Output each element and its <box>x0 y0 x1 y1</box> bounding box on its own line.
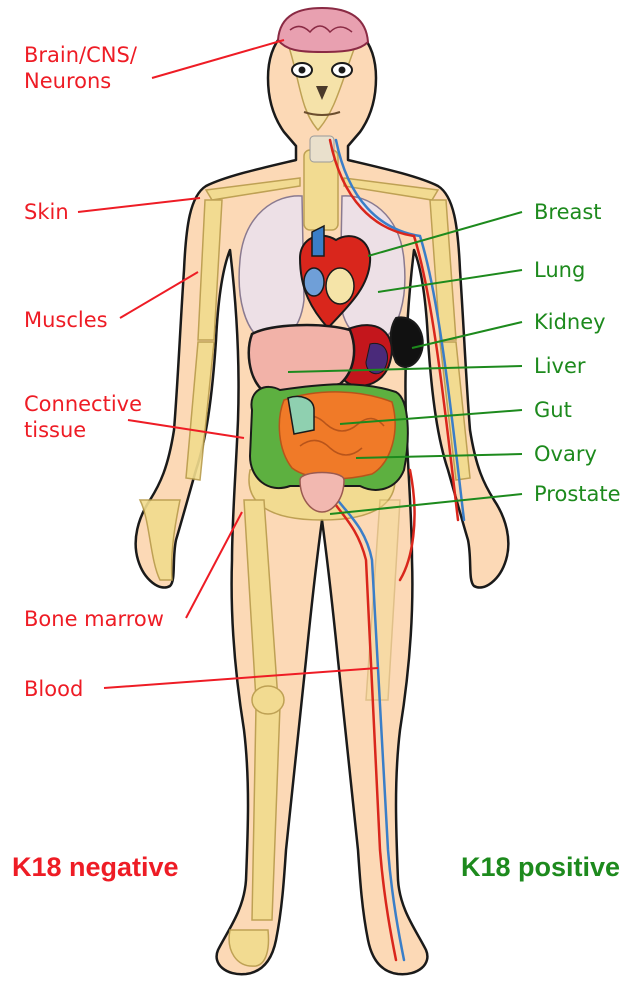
label-connective-line-2: tissue <box>24 417 142 443</box>
brain-leader <box>152 40 284 78</box>
label-breast: Breast <box>534 199 602 225</box>
label-ovary: Ovary <box>534 441 597 467</box>
label-liver: Liver <box>534 353 586 379</box>
label-connective: Connective tissue <box>24 391 142 443</box>
skin-leader <box>78 198 200 212</box>
k18-negative-heading: K18 negative <box>12 852 179 883</box>
brain-shape <box>278 8 368 52</box>
abdominal-organs <box>249 317 423 512</box>
k18-positive-heading: K18 positive <box>461 852 620 883</box>
label-brain-line-1: Brain/CNS/ <box>24 42 137 68</box>
label-brain: Brain/CNS/ Neurons <box>24 42 137 94</box>
label-skin: Skin <box>24 199 69 225</box>
label-bone-marrow: Bone marrow <box>24 606 164 632</box>
liver-shape <box>249 325 354 393</box>
label-prostate: Prostate <box>534 481 621 507</box>
label-lung: Lung <box>534 257 585 283</box>
label-blood: Blood <box>24 676 83 702</box>
label-connective-line-1: Connective <box>24 391 142 417</box>
label-muscles: Muscles <box>24 307 108 333</box>
label-gut: Gut <box>534 397 572 423</box>
label-kidney: Kidney <box>534 309 606 335</box>
label-brain-line-2: Neurons <box>24 68 137 94</box>
kidney-shape <box>391 317 423 366</box>
